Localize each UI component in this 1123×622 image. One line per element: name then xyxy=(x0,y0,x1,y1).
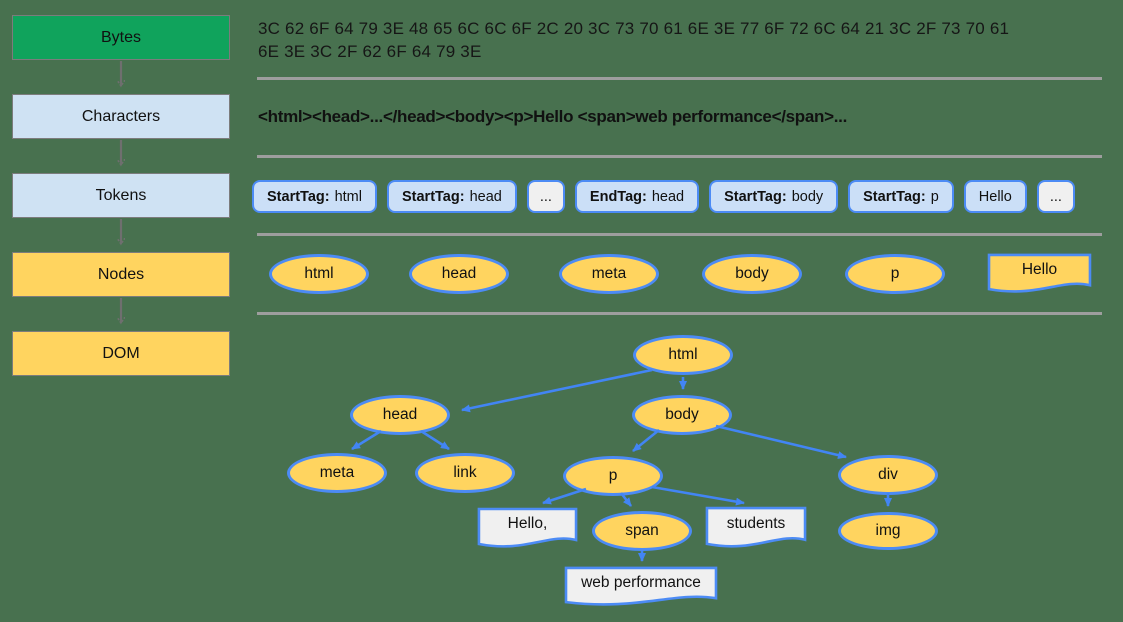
token-starttag-body: StartTag: body xyxy=(709,180,839,213)
arrow-head-meta xyxy=(351,429,382,451)
node-head: head xyxy=(409,254,509,294)
text-node-shape xyxy=(705,506,807,549)
dom-text-node-hello-label: Hello, xyxy=(507,515,548,533)
stage-bytes-label: Bytes xyxy=(100,28,141,46)
node-p: p xyxy=(845,254,945,294)
token-value: ... xyxy=(1049,188,1062,205)
token-value: ... xyxy=(539,188,552,205)
text-node-shape xyxy=(477,507,578,549)
stage-tokens: Tokens xyxy=(12,173,230,218)
dom-text-node-web-performance-label: web performance xyxy=(581,573,701,591)
node-body: body xyxy=(702,254,802,294)
stage-characters: Characters xyxy=(12,94,230,139)
token-endtag-head: EndTag: head xyxy=(574,180,700,213)
dom-text-node-students-label: students xyxy=(726,514,786,532)
arrow-head-link xyxy=(420,429,450,451)
node-text-hello-label: Hello xyxy=(1021,260,1058,278)
node-html: html xyxy=(269,254,369,294)
dom-node-link: link xyxy=(415,453,515,493)
arrow-body-p xyxy=(632,428,660,453)
stage-characters-label: Characters xyxy=(81,107,161,125)
node-meta: meta xyxy=(559,254,659,294)
dom-node-head: head xyxy=(350,395,450,435)
dom-node-meta: meta xyxy=(287,453,387,493)
bytes-hex-text: 3C 62 6F 64 79 3E 48 65 6C 6C 6F 2C 20 3… xyxy=(258,17,1058,63)
tokens-row: StartTag: html StartTag: head ... EndTag… xyxy=(252,180,1075,213)
stage-bytes: Bytes xyxy=(12,15,230,60)
divider-tokens-nodes xyxy=(257,233,1102,236)
dom-node-img: img xyxy=(838,512,938,550)
characters-markup-text: <html><head>...</head><body><p>Hello <sp… xyxy=(258,107,848,126)
stage-tokens-label: Tokens xyxy=(95,186,147,204)
token-value: p xyxy=(930,188,939,205)
token-starttag-head: StartTag: head xyxy=(386,180,517,213)
token-type-label: EndTag: xyxy=(589,188,647,205)
token-type-label: StartTag: xyxy=(401,188,465,205)
divider-bytes-characters xyxy=(257,77,1102,80)
divider-characters-tokens xyxy=(257,155,1102,158)
token-ellipsis-2: ... xyxy=(1036,180,1075,213)
node-text-hello: Hello xyxy=(987,253,1092,294)
token-value: head xyxy=(651,188,685,205)
dom-node-span: span xyxy=(592,511,692,551)
dom-text-node-hello: Hello, xyxy=(477,507,578,549)
text-node-shape xyxy=(987,253,1092,294)
bytes-hex-line-1: 3C 62 6F 64 79 3E 48 65 6C 6C 6F 2C 20 3… xyxy=(258,19,1010,38)
token-ellipsis-1: ... xyxy=(526,180,565,213)
token-value: Hello xyxy=(978,188,1012,205)
dom-node-body: body xyxy=(632,395,732,435)
token-starttag-p: StartTag: p xyxy=(848,180,954,213)
arrow-body-div xyxy=(715,424,847,460)
dom-node-p: p xyxy=(563,456,663,496)
dom-node-div: div xyxy=(838,455,938,495)
stage-nodes: Nodes xyxy=(12,252,230,297)
arrow-html-head xyxy=(461,368,653,413)
stage-nodes-label: Nodes xyxy=(97,265,145,283)
token-type-label: StartTag: xyxy=(863,188,926,205)
arrow-p-students xyxy=(651,485,745,506)
token-type-label: StartTag: xyxy=(267,188,330,205)
token-starttag-html: StartTag: html xyxy=(252,180,377,213)
text-node-shape xyxy=(563,566,719,607)
dom-text-node-students: students xyxy=(705,506,807,549)
bytes-hex-line-2: 6E 3E 3C 2F 62 6F 64 79 3E xyxy=(258,42,482,61)
divider-nodes-dom xyxy=(257,312,1102,315)
stage-dom: DOM xyxy=(12,331,230,376)
token-type-label: StartTag: xyxy=(724,188,787,205)
stage-dom-label: DOM xyxy=(102,344,140,362)
dom-node-html: html xyxy=(633,335,733,375)
token-text-hello: Hello xyxy=(963,180,1027,213)
token-value: head xyxy=(469,188,502,205)
token-value: html xyxy=(334,188,362,205)
dom-text-node-web-performance: web performance xyxy=(563,566,719,607)
token-value: body xyxy=(791,188,824,205)
